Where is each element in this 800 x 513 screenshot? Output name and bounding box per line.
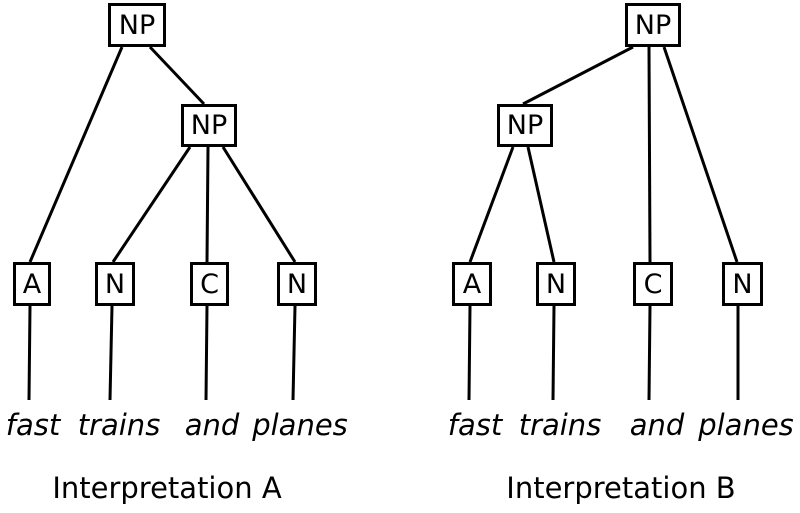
edge-b-inner-to-a <box>468 146 515 263</box>
tree-a-leaf-a-node: A <box>13 262 51 306</box>
tree-a-leaf-n1-node: N <box>95 262 135 306</box>
stem-a-and <box>204 305 209 401</box>
stem-a-fast <box>27 305 32 401</box>
edge-b-root-to-n2 <box>662 46 739 263</box>
tree-a-word-and: and <box>184 408 240 442</box>
tree-a-word-trains: trains <box>77 408 161 442</box>
tree-b-leaf-a-node: A <box>452 262 492 306</box>
tree-a-word-planes: planes <box>252 408 348 442</box>
tree-b-word-trains: trains <box>518 408 602 442</box>
stem-b-fast <box>467 305 472 401</box>
edge-b-root-to-c <box>647 46 652 263</box>
stem-a-planes <box>291 305 297 401</box>
stem-b-trains <box>551 305 556 401</box>
edge-b-root-to-inner <box>522 45 634 106</box>
caption-interpretation-a: Interpretation A <box>52 471 282 505</box>
stem-b-and <box>647 305 652 401</box>
edge-a-root-to-a <box>28 46 124 263</box>
stem-a-trains <box>108 305 114 401</box>
tree-b-inner-np-node: NP <box>497 104 553 147</box>
tree-b-leaf-c-node: C <box>633 262 673 306</box>
tree-b-word-planes: planes <box>698 408 794 442</box>
edge-a-inner-to-n2 <box>221 146 297 263</box>
tree-a-root-np-node: NP <box>108 3 166 47</box>
edge-a-inner-to-c <box>205 146 210 263</box>
tree-b-leaf-n1-node: N <box>536 262 576 306</box>
tree-a-word-fast: fast <box>5 408 61 442</box>
edge-b-inner-to-n1 <box>526 146 556 263</box>
edge-a-inner-to-n1 <box>111 146 192 263</box>
caption-interpretation-b: Interpretation B <box>506 471 736 505</box>
tree-a-leaf-c-node: C <box>190 262 229 306</box>
tree-b-leaf-n2-node: N <box>722 262 763 306</box>
tree-b-word-and: and <box>629 408 685 442</box>
edge-a-root-to-inner <box>148 45 206 106</box>
tree-a-leaf-n2-node: N <box>277 262 317 306</box>
tree-b-word-fast: fast <box>447 408 503 442</box>
tree-b-root-np-node: NP <box>625 3 681 47</box>
tree-a-inner-np-node: NP <box>181 104 237 147</box>
